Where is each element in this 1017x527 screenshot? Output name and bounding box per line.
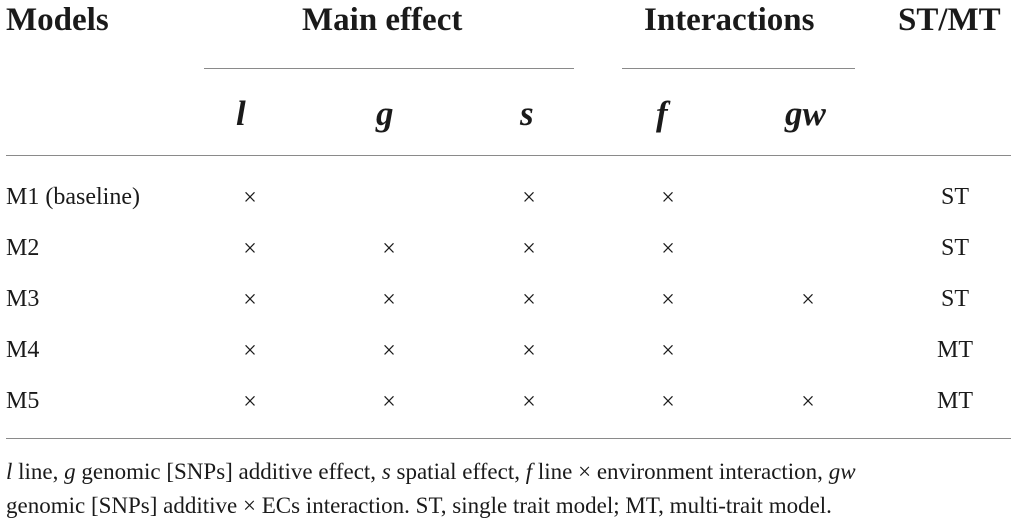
subheader-s: s <box>520 94 534 133</box>
trait-type: ST <box>940 286 969 312</box>
included-g-mark: × <box>382 287 396 313</box>
included-s-mark: × <box>522 287 536 313</box>
header-main-effect: Main effect <box>302 2 463 38</box>
header-interactions: Interactions <box>644 2 815 38</box>
included-g-mark: × <box>382 338 396 364</box>
footnote-segment: genomic [SNPs] additive effect, <box>75 459 382 484</box>
included-l-mark: × <box>243 338 257 364</box>
footnote-segment: spatial effect, <box>390 459 526 484</box>
footnote-segment: line, <box>12 459 65 484</box>
model-name: M3 <box>6 286 40 312</box>
table-bottom-rule <box>6 438 1011 439</box>
trait-type: MT <box>937 337 973 363</box>
included-f-mark: × <box>661 236 675 262</box>
trait-type: ST <box>940 235 969 261</box>
header-models: Models <box>6 2 109 38</box>
subheader-l: l <box>236 94 246 133</box>
trait-type: ST <box>940 184 969 210</box>
included-f-mark: × <box>661 389 675 415</box>
subheader-f: f <box>656 94 668 133</box>
model-name: M1 (baseline) <box>6 184 140 210</box>
model-name: M4 <box>6 337 40 363</box>
footnote-segment: l <box>6 459 13 484</box>
header-bottom-rule <box>6 155 1011 156</box>
footnote-line-1: l line, g genomic [SNPs] additive effect… <box>6 455 1014 489</box>
included-f-mark: × <box>661 338 675 364</box>
included-f-mark: × <box>661 185 675 211</box>
table-footnote: l line, g genomic [SNPs] additive effect… <box>6 455 1014 523</box>
interactions-rule <box>622 68 855 69</box>
included-g-mark: × <box>382 389 396 415</box>
header-st-mt: ST/MT <box>898 2 1001 38</box>
subheader-g: g <box>376 94 394 133</box>
included-s-mark: × <box>522 338 536 364</box>
footnote-segment: f <box>525 459 533 484</box>
model-name: M2 <box>6 235 40 261</box>
main-effect-rule <box>204 68 574 69</box>
trait-type: MT <box>937 388 973 414</box>
footnote-segment: line × environment interaction, <box>532 459 829 484</box>
included-l-mark: × <box>243 287 257 313</box>
included-l-mark: × <box>243 236 257 262</box>
included-s-mark: × <box>522 389 536 415</box>
footnote-segment: s <box>381 459 391 484</box>
footnote-segment: genomic [SNPs] additive × ECs interactio… <box>6 493 832 518</box>
included-s-mark: × <box>522 185 536 211</box>
included-gw-mark: × <box>801 389 815 415</box>
model-name: M5 <box>6 388 40 414</box>
included-s-mark: × <box>522 236 536 262</box>
included-f-mark: × <box>661 287 675 313</box>
subheader-gw: gw <box>785 94 826 133</box>
footnote-segment: gw <box>828 459 856 484</box>
footnote-segment: g <box>64 459 76 484</box>
included-g-mark: × <box>382 236 396 262</box>
included-l-mark: × <box>243 185 257 211</box>
included-l-mark: × <box>243 389 257 415</box>
footnote-line-2: genomic [SNPs] additive × ECs interactio… <box>6 489 1014 523</box>
included-gw-mark: × <box>801 287 815 313</box>
